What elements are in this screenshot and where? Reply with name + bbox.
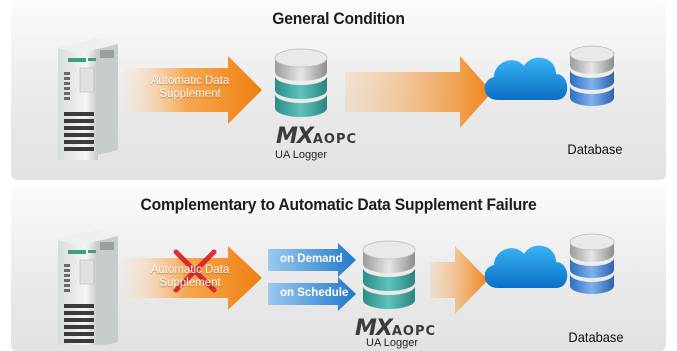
database-cylinder-icon — [274, 48, 328, 118]
failed-supplement-arrow-label: Automatic Data Supplement — [150, 264, 230, 290]
io-device-icon — [57, 37, 119, 161]
upload-arrow — [430, 246, 488, 314]
logger-caption: UA Logger — [366, 337, 418, 349]
supplement-arrow — [124, 56, 262, 124]
logo-main: MX — [355, 316, 393, 341]
cloud-icon — [484, 245, 568, 288]
logo-suffix: AOPC — [312, 132, 358, 147]
mxaopc-logo: MXAOPC — [355, 316, 436, 341]
failed-supplement-arrow — [124, 246, 262, 310]
arrow-label-line2: Supplement — [159, 88, 221, 100]
arrow-label-line2: Supplement — [159, 277, 221, 289]
logger-caption: UA Logger — [275, 149, 327, 161]
database-cylinder-icon — [569, 45, 615, 107]
on-schedule-arrow — [268, 277, 356, 311]
on-demand-arrow — [268, 243, 356, 277]
logo-main: MX — [276, 124, 314, 149]
failure-complement-title: Complementary to Automatic Data Suppleme… — [140, 195, 537, 214]
supplement-arrow-label: Automatic Data Supplement — [150, 75, 230, 101]
database-label: Database — [568, 329, 624, 345]
arrow-label-line1: Automatic Data — [150, 75, 230, 87]
on-demand-label: on Demand — [280, 253, 343, 265]
mxaopc-logo: MXAOPC — [276, 124, 357, 149]
io-device-icon — [57, 229, 119, 345]
arrow-label-line1: Automatic Data — [150, 264, 230, 276]
cloud-icon — [484, 57, 568, 100]
general-condition-title: General Condition — [272, 9, 405, 28]
on-schedule-label: on Schedule — [280, 287, 349, 299]
database-label: Database — [567, 141, 623, 157]
upload-arrow — [345, 56, 492, 128]
failure-cross-icon — [173, 249, 217, 293]
logo-suffix: AOPC — [391, 324, 437, 339]
database-cylinder-icon — [362, 240, 416, 310]
database-cylinder-icon — [569, 233, 615, 295]
